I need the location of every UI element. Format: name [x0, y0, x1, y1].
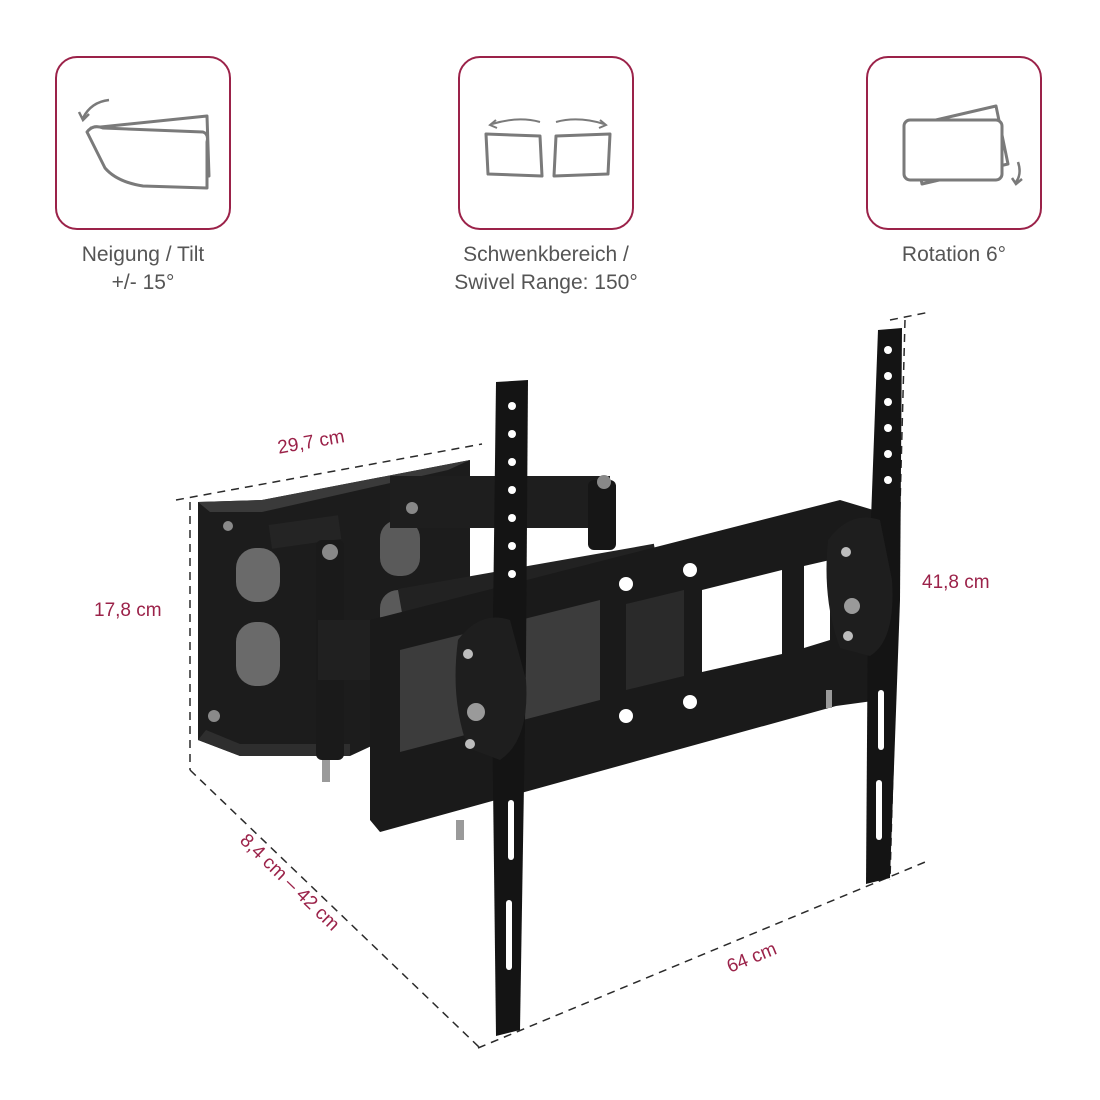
tilt-label: Neigung / Tilt +/- 15°: [43, 241, 243, 297]
tv-bracket-right: [826, 328, 902, 884]
dimension-line-width-tv: [477, 859, 931, 1049]
dimension-line-depth: [189, 769, 481, 1049]
bracket-holes: [506, 346, 892, 970]
tilt-label-line2: +/- 15°: [111, 271, 175, 294]
swivel-feature-box: [458, 56, 634, 230]
rotation-feature-box: [866, 56, 1042, 230]
dimension-line-width-wall: [175, 443, 483, 501]
swivel-label: Schwenkbereich / Swivel Range: 150°: [436, 241, 656, 297]
tilt-icon: [77, 98, 211, 190]
dimension-line-top-tv: [889, 311, 931, 321]
dimension-tv-bracket-height: 41,8 cm: [922, 572, 990, 593]
swivel-label-line1: Schwenkbereich /: [463, 243, 629, 266]
rotation-icon: [902, 104, 1023, 186]
tilt-label-line1: Neigung / Tilt: [81, 243, 205, 266]
swivel-label-line2: Swivel Range: 150°: [454, 271, 638, 294]
swivel-icon: [484, 118, 612, 178]
rotation-label: Rotation 6°: [854, 241, 1054, 269]
tilt-feature-box: [55, 56, 231, 230]
dimension-wall-plate-height: 17,8 cm: [94, 600, 162, 621]
rotation-label-line1: Rotation 6°: [901, 243, 1007, 266]
tv-bracket-left: [455, 380, 528, 1036]
bolts: [322, 690, 832, 840]
